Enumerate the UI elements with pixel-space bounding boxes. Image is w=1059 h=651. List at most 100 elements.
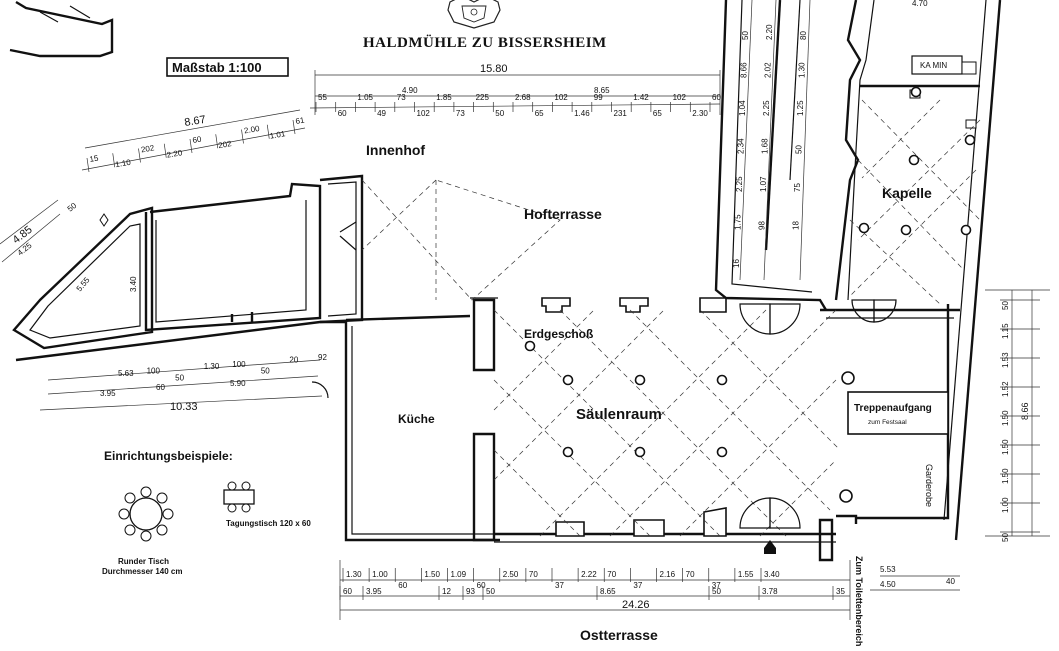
kamin-label: KA MIN bbox=[920, 61, 947, 70]
dim-bl-label: 20 bbox=[289, 355, 298, 364]
column-circle bbox=[960, 224, 972, 236]
dim-bottom-row2-label: 3.95 bbox=[366, 587, 382, 596]
dim-bottom-row1-label: 1.55 bbox=[738, 570, 754, 579]
dim-top-row-label: 60 bbox=[338, 109, 347, 118]
dim-right-vert-label: 1.50 bbox=[1001, 410, 1010, 426]
dim-corridor-label: 1.25 bbox=[796, 100, 805, 116]
dim-top-row-label: 1.42 bbox=[633, 93, 649, 102]
dim-corridor-label: 1.04 bbox=[738, 100, 747, 116]
dim-right-vert-label: 1.15 bbox=[1001, 323, 1010, 339]
room-erdgeschoss: Erdgeschoß bbox=[524, 327, 593, 341]
dim-left-diag-label: 60 bbox=[192, 134, 203, 145]
dim-corridor-label: 50 bbox=[795, 145, 804, 154]
dim-bottom-row2-label: 8.65 bbox=[600, 587, 616, 596]
rect-table-icon bbox=[223, 481, 255, 513]
room-ostterrasse: Ostterrasse bbox=[580, 627, 658, 643]
building-walls: KA MIN bbox=[12, 0, 1002, 562]
dim-top-row-label: 99 bbox=[594, 93, 603, 102]
dim-left-diag-label: 2.00 bbox=[243, 124, 260, 136]
dim-bottom-row1-label: 2.16 bbox=[660, 570, 676, 579]
dim-right-vert-label: 50 bbox=[1001, 301, 1010, 310]
dim-bottom-row2-label: 12 bbox=[442, 587, 451, 596]
dim-bl-label: 100 bbox=[232, 360, 246, 369]
dim-bottom-row1-label: 70 bbox=[686, 570, 695, 579]
column-circle bbox=[839, 489, 853, 503]
dim-bl-label: 50 bbox=[261, 367, 270, 376]
dimension-tick bbox=[138, 148, 141, 163]
dim-right-vert-label: 50 bbox=[1001, 533, 1010, 542]
dim-corridor-label: 2.34 bbox=[737, 138, 746, 154]
dim-top-row-label: 50 bbox=[495, 109, 504, 118]
dim-top-row-label: 65 bbox=[535, 109, 544, 118]
dimension-tick bbox=[292, 119, 296, 135]
round-table-icon bbox=[118, 486, 174, 542]
dim-bottom-row2-label: 60 bbox=[343, 587, 352, 596]
dim-corridor-label: 1.30 bbox=[798, 62, 807, 78]
rect-table-label: Tagungstisch 120 x 60 bbox=[226, 519, 311, 528]
dim-bottom-row1-label: 2.50 bbox=[503, 570, 519, 579]
dim-bl-row2-2: 60 bbox=[156, 383, 165, 392]
column-circle bbox=[562, 446, 574, 458]
dim-top-row-label: 55 bbox=[318, 93, 327, 102]
dim-right-small-2: 4.50 bbox=[880, 580, 896, 589]
dim-right-vert-label: 1.50 bbox=[1001, 468, 1010, 484]
dim-right-vert-label: 1.00 bbox=[1001, 497, 1010, 513]
stair-subtitle: zum Festsaal bbox=[868, 419, 907, 426]
dim-top-row-label: 102 bbox=[673, 93, 687, 102]
dim-top-row-label: 73 bbox=[397, 93, 406, 102]
dim-bottom-row2-label: 50 bbox=[712, 587, 721, 596]
dim-corridor-label: 2.25 bbox=[735, 176, 744, 192]
dim-bottom-row1-label: 70 bbox=[529, 570, 538, 579]
dim-left-diag-label: 202 bbox=[218, 139, 233, 150]
dim-bottom-row1-label: 3.40 bbox=[764, 570, 780, 579]
dim-top-row-label: 1.05 bbox=[357, 93, 373, 102]
column-circle bbox=[562, 374, 574, 386]
column-circle bbox=[716, 374, 728, 386]
dim-corridor-label: 50 bbox=[741, 31, 750, 40]
dimension-tick bbox=[266, 124, 270, 139]
dim-bl-total: 10.33 bbox=[170, 401, 198, 413]
dim-left-diag-total: 8.67 bbox=[184, 114, 207, 129]
column-circle bbox=[858, 222, 870, 234]
dim-top-row-label: 1.85 bbox=[436, 93, 452, 102]
dim-bl-label: 50 bbox=[175, 373, 184, 382]
stair-box: Treppenaufgang zum Festsaal bbox=[847, 391, 949, 435]
room-hofterrasse: Hofterrasse bbox=[524, 206, 602, 222]
toiletten-label: Zum Toilettenbereich bbox=[854, 556, 864, 646]
dimension-tick bbox=[241, 129, 244, 144]
room-saeulenraum: Säulenraum bbox=[576, 406, 662, 423]
coat-of-arms-emblem bbox=[447, 0, 501, 29]
dim-bottom-row1-label: 1.30 bbox=[346, 570, 362, 579]
dim-left-diag-label: 1.10 bbox=[115, 158, 132, 170]
scale-label: Maßstab 1:100 bbox=[172, 60, 262, 75]
room-garderobe: Garderobe bbox=[924, 464, 934, 507]
dim-bottom-row1-label: 37 bbox=[712, 581, 721, 590]
dimension-tick bbox=[86, 157, 90, 173]
dim-top-row-label: 225 bbox=[476, 93, 490, 102]
dim-top-row-label: 65 bbox=[653, 109, 662, 118]
dim-bottom-row2-label: 35 bbox=[836, 587, 845, 596]
dim-corridor-label: 16 bbox=[732, 259, 741, 268]
dim-bottom-row2-label: 3.78 bbox=[762, 587, 778, 596]
dim-right-vert-label: 1.50 bbox=[1001, 439, 1010, 455]
dimension-tick bbox=[215, 134, 219, 149]
dim-left-diag-label: 61 bbox=[295, 115, 306, 126]
dim-left-diag-label: 202 bbox=[140, 143, 155, 154]
dim-corridor-label: 80 bbox=[799, 31, 808, 40]
dim-corridor-label: 8.66 bbox=[740, 62, 749, 78]
dim-far-left-1: 4.85 bbox=[10, 224, 34, 247]
dim-left-diag-label: 1.01 bbox=[269, 129, 286, 141]
dim-bottom-row1-label: 60 bbox=[398, 581, 407, 590]
dim-top-row-label: 73 bbox=[456, 109, 465, 118]
dim-bottom-row1-label: 37 bbox=[555, 581, 564, 590]
round-table-label-2: Durchmesser 140 cm bbox=[102, 567, 183, 576]
dim-left-diag-label: 2.20 bbox=[166, 148, 183, 160]
dim-corridor-label: 75 bbox=[793, 183, 802, 192]
dim-bottom-row1-label: 70 bbox=[607, 570, 616, 579]
room-kapelle: Kapelle bbox=[882, 185, 932, 201]
dim-top-row-label: 1.46 bbox=[574, 109, 590, 118]
